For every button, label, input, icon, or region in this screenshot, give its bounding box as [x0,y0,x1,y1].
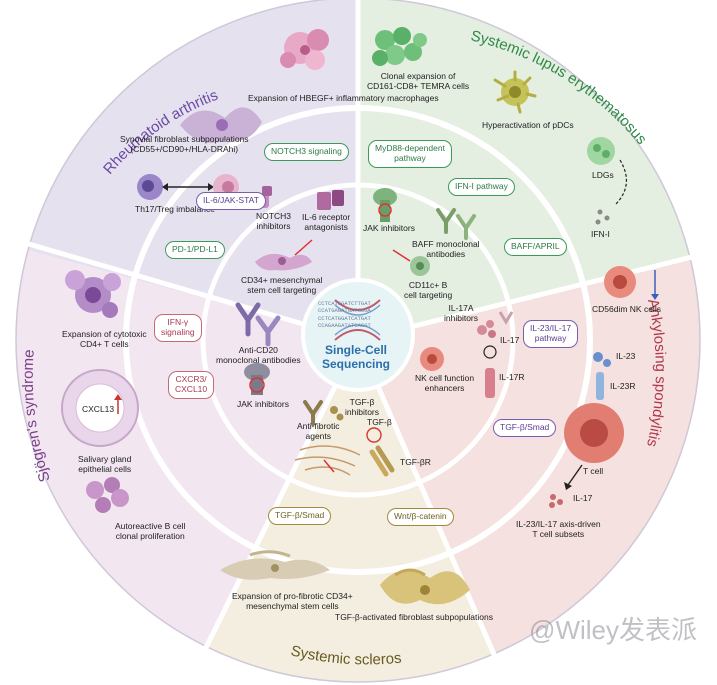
pathway-tgfb-smad-as: TGF-β/Smad [493,419,557,437]
pdc-icon [493,70,537,114]
tgfbr-receptor-icon [369,445,395,477]
arrow-head-right [208,183,214,191]
pathway-wnt-beta-catenin: Wnt/β-catenin [387,508,454,526]
il23-receptor-icon [593,352,611,400]
outer-ring-border [15,0,701,683]
ssc-tgfb-label: TGF-β [367,417,392,427]
salivary-gland-icon [61,369,139,447]
nk-decrease-arrow-head [651,294,659,300]
mesenchymal-stem-cell-icon [255,253,312,271]
sle-ifn-label: IFN-I [591,229,610,239]
pathway-tgfb-smad-ssc: TGF-β/Smad [268,507,332,525]
ifn-dots-icon [595,209,610,225]
as-nk-label: CD56dim NK cells [592,304,661,314]
ssc-msc-label: Expansion of pro-fibrotic CD34+mesenchym… [232,591,353,611]
pathway-notch3: NOTCH3 signaling [264,143,349,161]
b-cell-target-arrow [392,249,411,262]
nk-cell-icon [604,266,636,298]
sle-ldg-label: LDGs [592,170,614,180]
fibroblast-subpop-icon [380,568,470,605]
as-il17-inner-label: IL-17 [500,335,520,345]
baff-antibody-icon [436,208,476,240]
sle-pdc-label: Hyperactivation of pDCs [482,120,574,130]
ss-jak-inhibitor-icon [244,363,270,395]
receptor-antagonist-icon [317,190,344,210]
tcell-il17-arrow [567,464,583,486]
divider-sle-as [357,252,701,343]
center-circle [301,278,415,392]
cxcl13-up-arrow-head [114,394,122,400]
ss-jak-label: JAK inhibitors [237,399,289,409]
fibroblast-icon [180,107,262,143]
tcell-il17-arrow-head [564,482,572,490]
sle-jak-label: JAK inhibitors [363,223,415,233]
t-cell-icon [137,174,163,200]
tgfb-inhibitor-icon [303,400,344,426]
il17-dots-icon [549,494,563,508]
as-il23r-label: IL-23R [610,381,636,391]
cytotoxic-cd4-cluster-icon [65,270,121,318]
pathway-il6-jak-stat: IL-6/JAK-STAT [196,192,266,210]
macrophage-cell-icon [280,29,329,70]
jak-inhibitor-receptor-icon [373,188,397,222]
il17a-inhibitor-icon [477,311,514,338]
cd11c-b-cell-icon [410,256,430,276]
as-il17r-label: IL-17R [499,372,525,382]
divider-ss-ra [14,237,359,343]
b-cell-cluster-icon [86,477,129,513]
nk-enhancer-icon [420,347,444,371]
pathway-cxcr3-cxcl10: CXCR3/CXCL10 [168,371,215,399]
anti-cd20-antibody-icon [235,302,281,347]
il17-block-icon [483,345,497,359]
ldg-neutrophil-icon [587,137,615,165]
ssc-tgfbr-label: TGF-βR [400,457,431,467]
as-il17-label: IL-17 [573,493,593,503]
profibrotic-msc-icon [220,550,330,580]
as-il23-label: IL-23 [616,351,636,361]
ra-fibroblast-label: Synovial fibroblast subpopulations(CD55+… [120,134,249,154]
pathway-baff-april: BAFF/APRIL [504,238,567,256]
dna-helix-icon [334,299,381,341]
dna-sequence-text: CCTCATGGATCTTGAT CCATGAGATGATGGGA CCTCAT… [318,300,371,330]
temra-cell-cluster-icon [372,27,427,66]
center-title: Single-Cell Sequencing [322,343,391,371]
targeting-arrow [294,239,313,256]
sector-ssc-outer [180,340,515,682]
pathway-pd1-pdl1: PD-1/PD-L1 [165,241,225,259]
ss-cxcl13-label: CXCL13 [82,404,115,414]
ra-th17-label: Th17/Treg imbalance [135,204,216,214]
tgfb-block-icon [366,427,382,443]
ra-macrophage-label: Expansion of HBEGF+ inflammatory macroph… [248,93,439,103]
pathway-ifn-i: IFN-I pathway [448,178,515,196]
il17r-receptor-icon [485,368,495,398]
arrow-head-left [162,183,168,191]
as-tcell-label: T cell [583,466,604,476]
antifibrotic-fiber-icon [294,445,361,476]
t-cell-large-icon [564,403,624,463]
ldg-ifn-arrow [614,159,627,206]
ssc-fibroblast-label: TGF-β-activated fibroblast subpopulation… [335,612,493,622]
antifibrotic-inhibit-line [323,459,335,473]
watermark-text: @Wiley发表派 [529,615,697,645]
